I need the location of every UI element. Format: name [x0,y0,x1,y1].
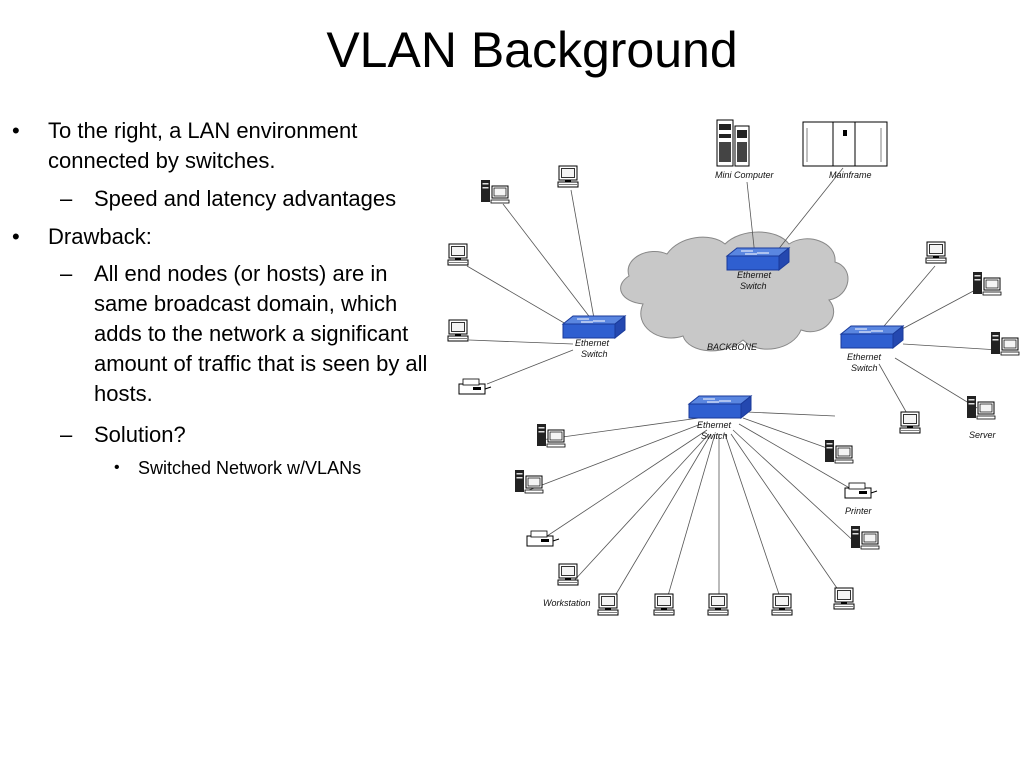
bullet-marker: • [12,118,20,143]
bullet-text: Switched Network w/VLANs [138,458,362,478]
bullet-text: Solution? [94,422,186,447]
workstation-icon [850,525,880,550]
workstation-icon [990,331,1020,356]
switch-right-icon [840,325,904,349]
backbone-label: BACKBONE [707,342,758,352]
sub-bullet-speed: – Speed and latency advantages [60,184,446,214]
bullet-drawback: • Drawback: [12,222,428,252]
sub-bullet-solution: – Solution? [60,420,434,450]
printer-icon [526,530,560,547]
workstation-icon [597,593,619,616]
workstation-icon [447,319,469,342]
server-icon [966,395,996,420]
workstation-icon [557,563,579,586]
dash-marker: – [60,261,73,286]
workstation-icon [480,179,510,204]
workstation-label: Workstation [543,598,591,608]
sub-bullet-broadcast-domain: – All end nodes (or hosts) are in same b… [60,259,442,409]
switch-bottom-icon [688,395,752,419]
mainframe-label: Mainframe [829,170,872,180]
mainframe-icon [802,121,888,167]
bullet-marker: • [12,224,20,249]
workstation-icon [653,593,675,616]
bullet-lan-environment: • To the right, a LAN environment connec… [12,116,428,176]
server-label: Server [969,430,997,440]
switch-top-label-line1: Ethernet [737,270,772,280]
mini-computer-icon [716,119,750,167]
switch-left-label-line2: Switch [581,349,608,359]
bullet-text: To the right, a LAN environment connecte… [48,118,358,173]
workstation-icon [899,411,921,434]
workstation-icon [447,243,469,266]
switch-left-label-line1: Ethernet [575,338,610,348]
printer-icon [844,482,878,499]
dash-marker: – [60,186,73,211]
workstation-icon [833,587,855,610]
switch-top-icon [726,247,790,271]
bullet-text: All end nodes (or hosts) are in same bro… [94,261,428,406]
switch-bottom-label-line1: Ethernet [697,420,732,430]
workstation-icon [536,423,566,448]
dash-marker: – [60,422,73,447]
network-diagram: BACKBONE Mini Computer [447,119,1020,616]
switch-left-icon [562,315,626,339]
backbone-cloud [620,231,849,352]
bullet-text: Drawback: [48,224,152,249]
workstation-icon [925,241,947,264]
workstation-icon [557,165,579,188]
switch-top-label-line2: Switch [740,281,767,291]
workstation-icon [514,469,544,494]
slide-title: VLAN Background [326,22,738,78]
workstation-icon [972,271,1002,296]
mini-computer-label: Mini Computer [715,170,775,180]
bullet-marker: • [114,459,120,476]
workstation-icon [771,593,793,616]
switch-right-label-line2: Switch [851,363,878,373]
workstation-icon [707,593,729,616]
printer-icon [458,378,492,395]
workstation-icon [824,439,854,464]
bullet-text: Speed and latency advantages [94,186,397,211]
printer-label: Printer [845,506,873,516]
sub-sub-bullet-vlans: • Switched Network w/VLANs [114,456,438,480]
switch-bottom-label-line2: Switch [701,431,728,441]
switch-right-label-line1: Ethernet [847,352,882,362]
